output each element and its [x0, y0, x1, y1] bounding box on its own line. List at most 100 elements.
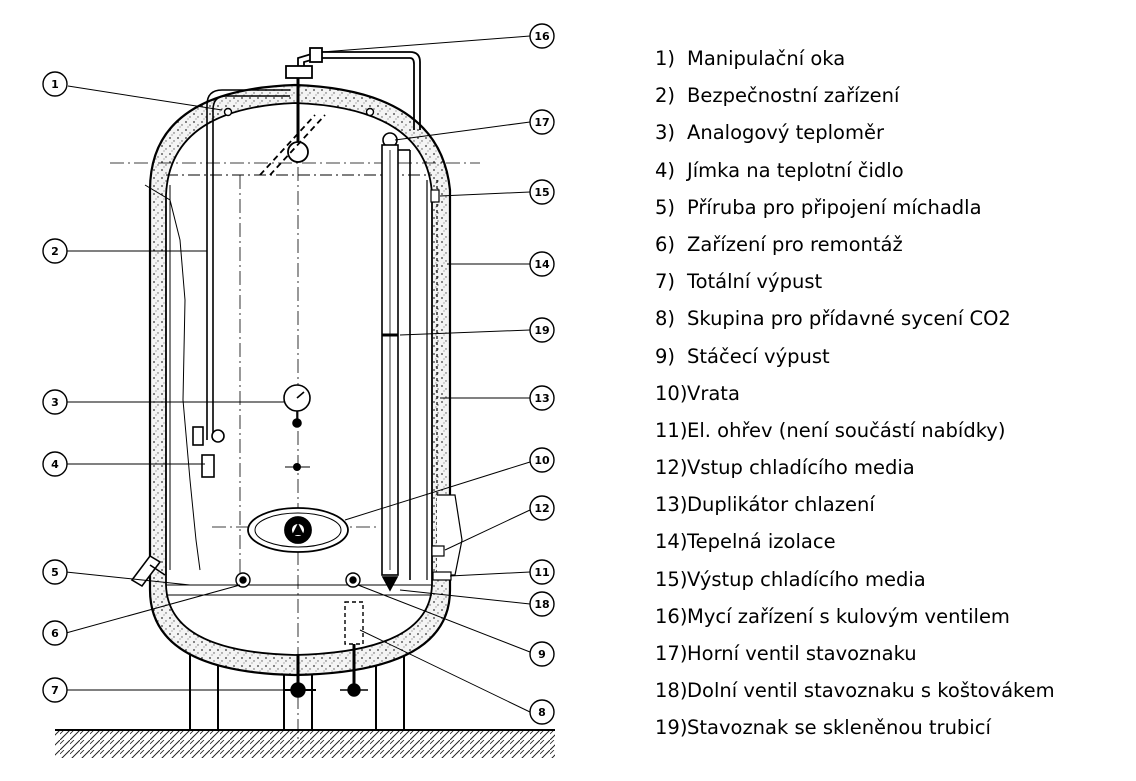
svg-text:5: 5	[51, 566, 59, 579]
legend-item: 12)Vstup chladícího media	[655, 449, 1055, 486]
callout-18: 18	[529, 591, 555, 617]
agitator-flange	[130, 554, 166, 588]
svg-text:14: 14	[534, 258, 550, 271]
lifting-eyes	[223, 107, 375, 117]
svg-text:1: 1	[51, 78, 59, 91]
legend-label: Duplikátor chlazení	[687, 493, 875, 517]
tank-body	[148, 83, 452, 677]
svg-text:3: 3	[51, 396, 59, 409]
legend-label: Stavoznak se skleněnou trubicí	[687, 716, 991, 740]
legend-item: 18)Dolní ventil stavoznaku s koštovákem	[655, 672, 1055, 709]
svg-text:17: 17	[534, 116, 549, 129]
legend-label: Horní ventil stavoznaku	[687, 642, 917, 665]
svg-text:9: 9	[538, 648, 546, 661]
legend-number: 6)	[655, 232, 676, 256]
callout-9: 9	[529, 641, 555, 667]
callout-19: 19	[529, 317, 555, 343]
heater-cable	[144, 184, 201, 571]
svg-text:15: 15	[534, 186, 549, 199]
svg-text:12: 12	[534, 502, 549, 515]
callout-1: 1	[42, 71, 68, 97]
legend-item: 17)Horní ventil stavoznaku	[655, 635, 1055, 672]
legend-label: Skupina pro přídavné sycení CO2	[687, 307, 1011, 331]
legend-number: 4)	[655, 158, 676, 182]
callout-7: 7	[42, 677, 68, 703]
bottom-valves	[235, 572, 361, 588]
safety-device	[192, 89, 290, 478]
legend-item: 13)Duplikátor chlazení	[655, 486, 1055, 523]
level-gauge	[381, 132, 411, 592]
callout-12: 12	[529, 495, 555, 521]
legend-item: 8)Skupina pro přídavné sycení CO2	[655, 300, 1055, 337]
callout-17: 17	[529, 109, 555, 135]
legend-number: 13)	[655, 493, 688, 517]
svg-text:13: 13	[534, 392, 549, 405]
svg-text:2: 2	[51, 245, 59, 258]
legend-label: Bezpečnostní zařízení	[687, 84, 900, 108]
svg-text:16: 16	[534, 30, 550, 43]
legend-label: Tepelná izolace	[687, 530, 836, 554]
thermometer	[283, 384, 311, 428]
legend-label: Výstup chladícího media	[687, 567, 926, 591]
legend-item: 5)Příruba pro připojení míchadla	[655, 189, 1055, 226]
legend-item: 7)Totální výpust	[655, 263, 1055, 300]
legend-number: 3)	[655, 121, 676, 145]
callout-11: 11	[529, 559, 555, 585]
legend-label: Zařízení pro remontáž	[687, 232, 903, 256]
callout-15: 15	[529, 179, 555, 205]
manway-door	[247, 507, 349, 553]
svg-text:7: 7	[51, 684, 59, 697]
legend-label: Manipulační oka	[687, 47, 846, 70]
svg-text:11: 11	[534, 566, 549, 579]
legend-item: 15)Výstup chladícího media	[655, 561, 1055, 598]
temperature-well	[285, 463, 310, 471]
legend-label: Vstup chladícího media	[687, 456, 915, 480]
callout-13: 13	[529, 385, 555, 411]
ground	[55, 729, 555, 758]
center-lines	[110, 95, 480, 740]
legend-number: 1)	[655, 47, 676, 70]
callout-2: 2	[42, 238, 68, 264]
legend-label: Dolní ventil stavoznaku s koštovákem	[687, 679, 1055, 703]
legend-item: 10)Vrata	[655, 375, 1055, 412]
legend-number: 14)	[655, 530, 688, 554]
legend-number: 2)	[655, 84, 676, 108]
cooling-jacket	[426, 180, 463, 581]
callout-6: 6	[42, 620, 68, 646]
washing-pipe	[259, 47, 421, 176]
legend-item: 9) Stáčecí výpust	[655, 338, 1055, 375]
legend-item: 14)Tepelná izolace	[655, 523, 1055, 560]
legend-label: Jímka na teplotní čidlo	[687, 158, 904, 182]
leader-lines	[65, 35, 531, 713]
svg-text:8: 8	[538, 706, 546, 719]
legend-label: Analogový teploměr	[687, 121, 884, 145]
legend-item: 11)El. ohřev (není součástí nabídky)	[655, 412, 1055, 449]
legend-label: Mycí zařízení s kulovým ventilem	[687, 604, 1010, 628]
callout-14: 14	[529, 251, 555, 277]
legend-number: 19)	[655, 716, 688, 740]
legend-list: 1) Manipulační oka 2) Bezpečnostní zařízen…	[655, 40, 1055, 747]
legend-label: Příruba pro připojení míchadla	[687, 195, 982, 219]
legend-label: Vrata	[687, 381, 740, 405]
legend-label: Stáčecí výpust	[687, 344, 830, 368]
legend-item: 2) Bezpečnostní zařízení	[655, 77, 1055, 114]
legend-number: 18)	[655, 679, 688, 703]
svg-text:19: 19	[534, 324, 549, 337]
legend-number: 11)	[655, 418, 688, 442]
legend-number: 16)	[655, 604, 688, 628]
tank-diagram: 1 2 3 4 5 6 7 16 17 15 14 19 13 10 12 11…	[42, 23, 555, 758]
svg-text:4: 4	[51, 458, 59, 471]
legend-item: 3) Analogový teploměr	[655, 114, 1055, 151]
callout-5: 5	[42, 559, 68, 585]
legend-number: 9)	[655, 344, 676, 368]
legend-label: El. ohřev (není součástí nabídky)	[687, 418, 1006, 442]
legend-item: 19)Stavoznak se skleněnou trubicí	[655, 709, 1055, 746]
legend-number: 12)	[655, 456, 688, 480]
legend-number: 15)	[655, 567, 688, 591]
legend-item: 6) Zařízení pro remontáž	[655, 226, 1055, 263]
callout-3: 3	[42, 389, 68, 415]
legend-number: 17)	[655, 642, 688, 665]
legend-item: 4) Jímka na teplotní čidlo	[655, 152, 1055, 189]
callout-4: 4	[42, 451, 68, 477]
legend-item: 16)Mycí zařízení s kulovým ventilem	[655, 598, 1055, 635]
